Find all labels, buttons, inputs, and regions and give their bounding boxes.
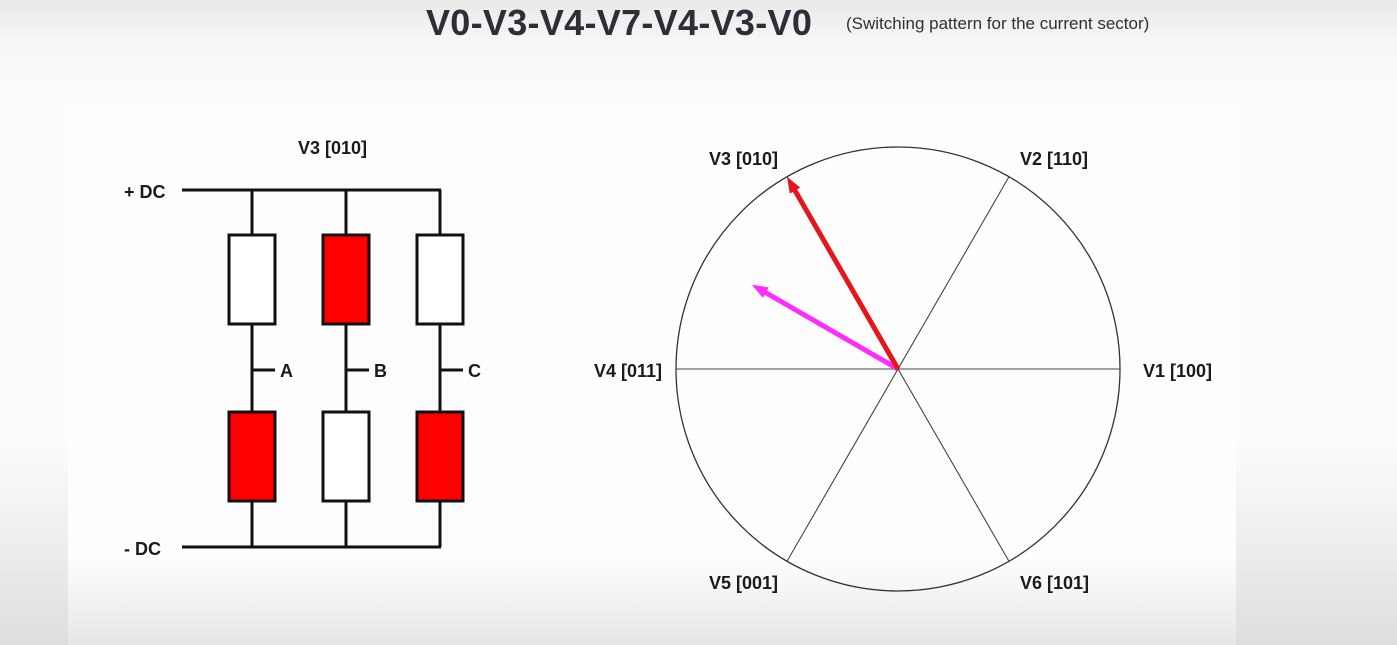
phase-b-label: B	[374, 361, 387, 381]
phase-c-label: C	[468, 361, 481, 381]
reference-vector-arrow-shaft	[762, 289, 900, 372]
switch-b-lower	[321, 410, 371, 503]
minus-dc-label: - DC	[124, 539, 161, 559]
vector-label-v6: V6 [101]	[1020, 573, 1089, 593]
switch-c-upper	[415, 233, 465, 326]
vector-label-v4: V4 [011]	[594, 361, 662, 381]
title-row: V0-V3-V4-V7-V4-V3-V0 (Switching pattern …	[0, 0, 1397, 50]
active-vector-arrow-head	[787, 176, 801, 194]
panel-shadow	[68, 560, 1236, 645]
switch-c-lower	[415, 410, 465, 503]
active-vector-arrow-shaft	[791, 187, 901, 371]
vector-label-v2: V2 [110]	[1020, 149, 1088, 169]
switch-b-upper	[321, 233, 371, 326]
inverter-circuit: V3 [010] + DC - DC A B C	[124, 138, 481, 559]
vector-label-v3: V3 [010]	[709, 149, 778, 169]
plus-dc-label: + DC	[124, 182, 166, 202]
diagram-panel	[68, 108, 1236, 645]
inverter-state-label: V3 [010]	[298, 138, 367, 158]
vector-label-v1: V1 [100]	[1143, 361, 1212, 381]
phase-leg-c: C	[415, 190, 481, 547]
space-vector-diagram: V1 [100] V2 [110] V3 [010] V4 [011] V5 [001]…	[594, 146, 1212, 593]
vector-label-v5: V5 [001]	[709, 573, 778, 593]
page-subtitle: (Switching pattern for the current secto…	[846, 14, 1150, 33]
switch-a-upper	[227, 233, 277, 326]
page-title: V0-V3-V4-V7-V4-V3-V0	[426, 2, 813, 43]
switch-a-lower	[227, 410, 277, 503]
phase-leg-b: B	[321, 190, 387, 547]
phase-a-label: A	[280, 361, 293, 381]
reference-vector-arrow-head	[751, 284, 769, 298]
phase-leg-a: A	[227, 190, 293, 547]
